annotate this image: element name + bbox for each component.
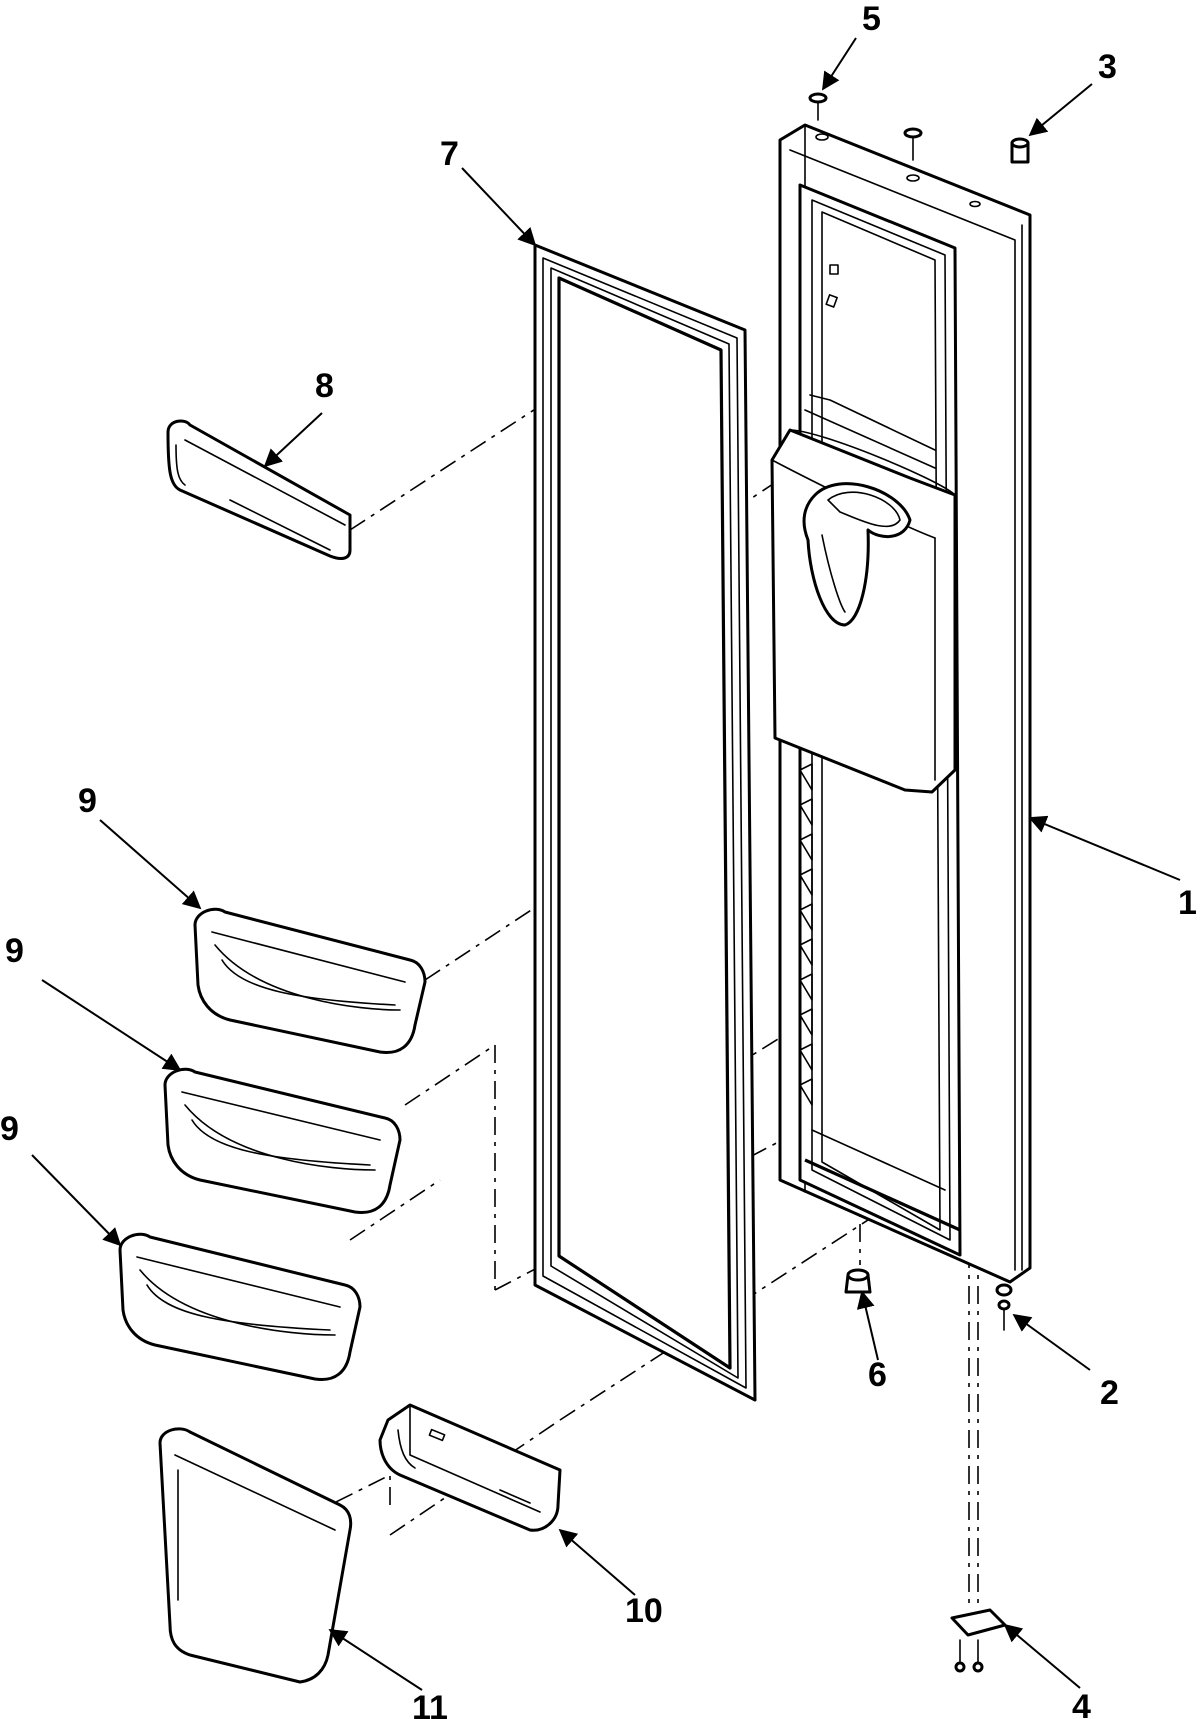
callout-2: 2 <box>1100 1374 1119 1412</box>
tall-door-bin <box>158 1427 353 1684</box>
callout-6: 6 <box>868 1356 887 1394</box>
top-screw-right <box>903 127 923 161</box>
hinge-bracket <box>950 1608 1007 1673</box>
leader-arrows <box>31 37 1181 1691</box>
callout-8: 8 <box>315 367 334 405</box>
callout-11: 11 <box>412 1689 448 1719</box>
top-door-bin <box>166 419 352 560</box>
callout-10: 10 <box>625 1592 663 1630</box>
top-screw-left <box>808 92 828 121</box>
callout-9-lower: 9 <box>0 1110 19 1148</box>
hinge-bushing <box>1010 137 1030 164</box>
bottom-bushing <box>844 1268 872 1294</box>
small-shelf-bin <box>378 1403 562 1532</box>
door-bin-middle <box>163 1067 402 1215</box>
callout-7: 7 <box>440 135 459 173</box>
door-gasket <box>533 243 757 1402</box>
door-shelf-ribs <box>799 763 813 1106</box>
callout-5: 5 <box>862 0 881 38</box>
door-bin-lower <box>118 1232 362 1382</box>
callout-9-upper: 9 <box>78 782 97 820</box>
callout-4: 4 <box>1072 1688 1091 1719</box>
callout-1: 1 <box>1178 884 1197 922</box>
callout-3: 3 <box>1098 48 1117 86</box>
hinge-washer <box>995 1283 1013 1331</box>
door-bin-upper <box>193 907 427 1055</box>
callout-9-middle: 9 <box>5 932 24 970</box>
door-assembly <box>770 123 1032 1284</box>
